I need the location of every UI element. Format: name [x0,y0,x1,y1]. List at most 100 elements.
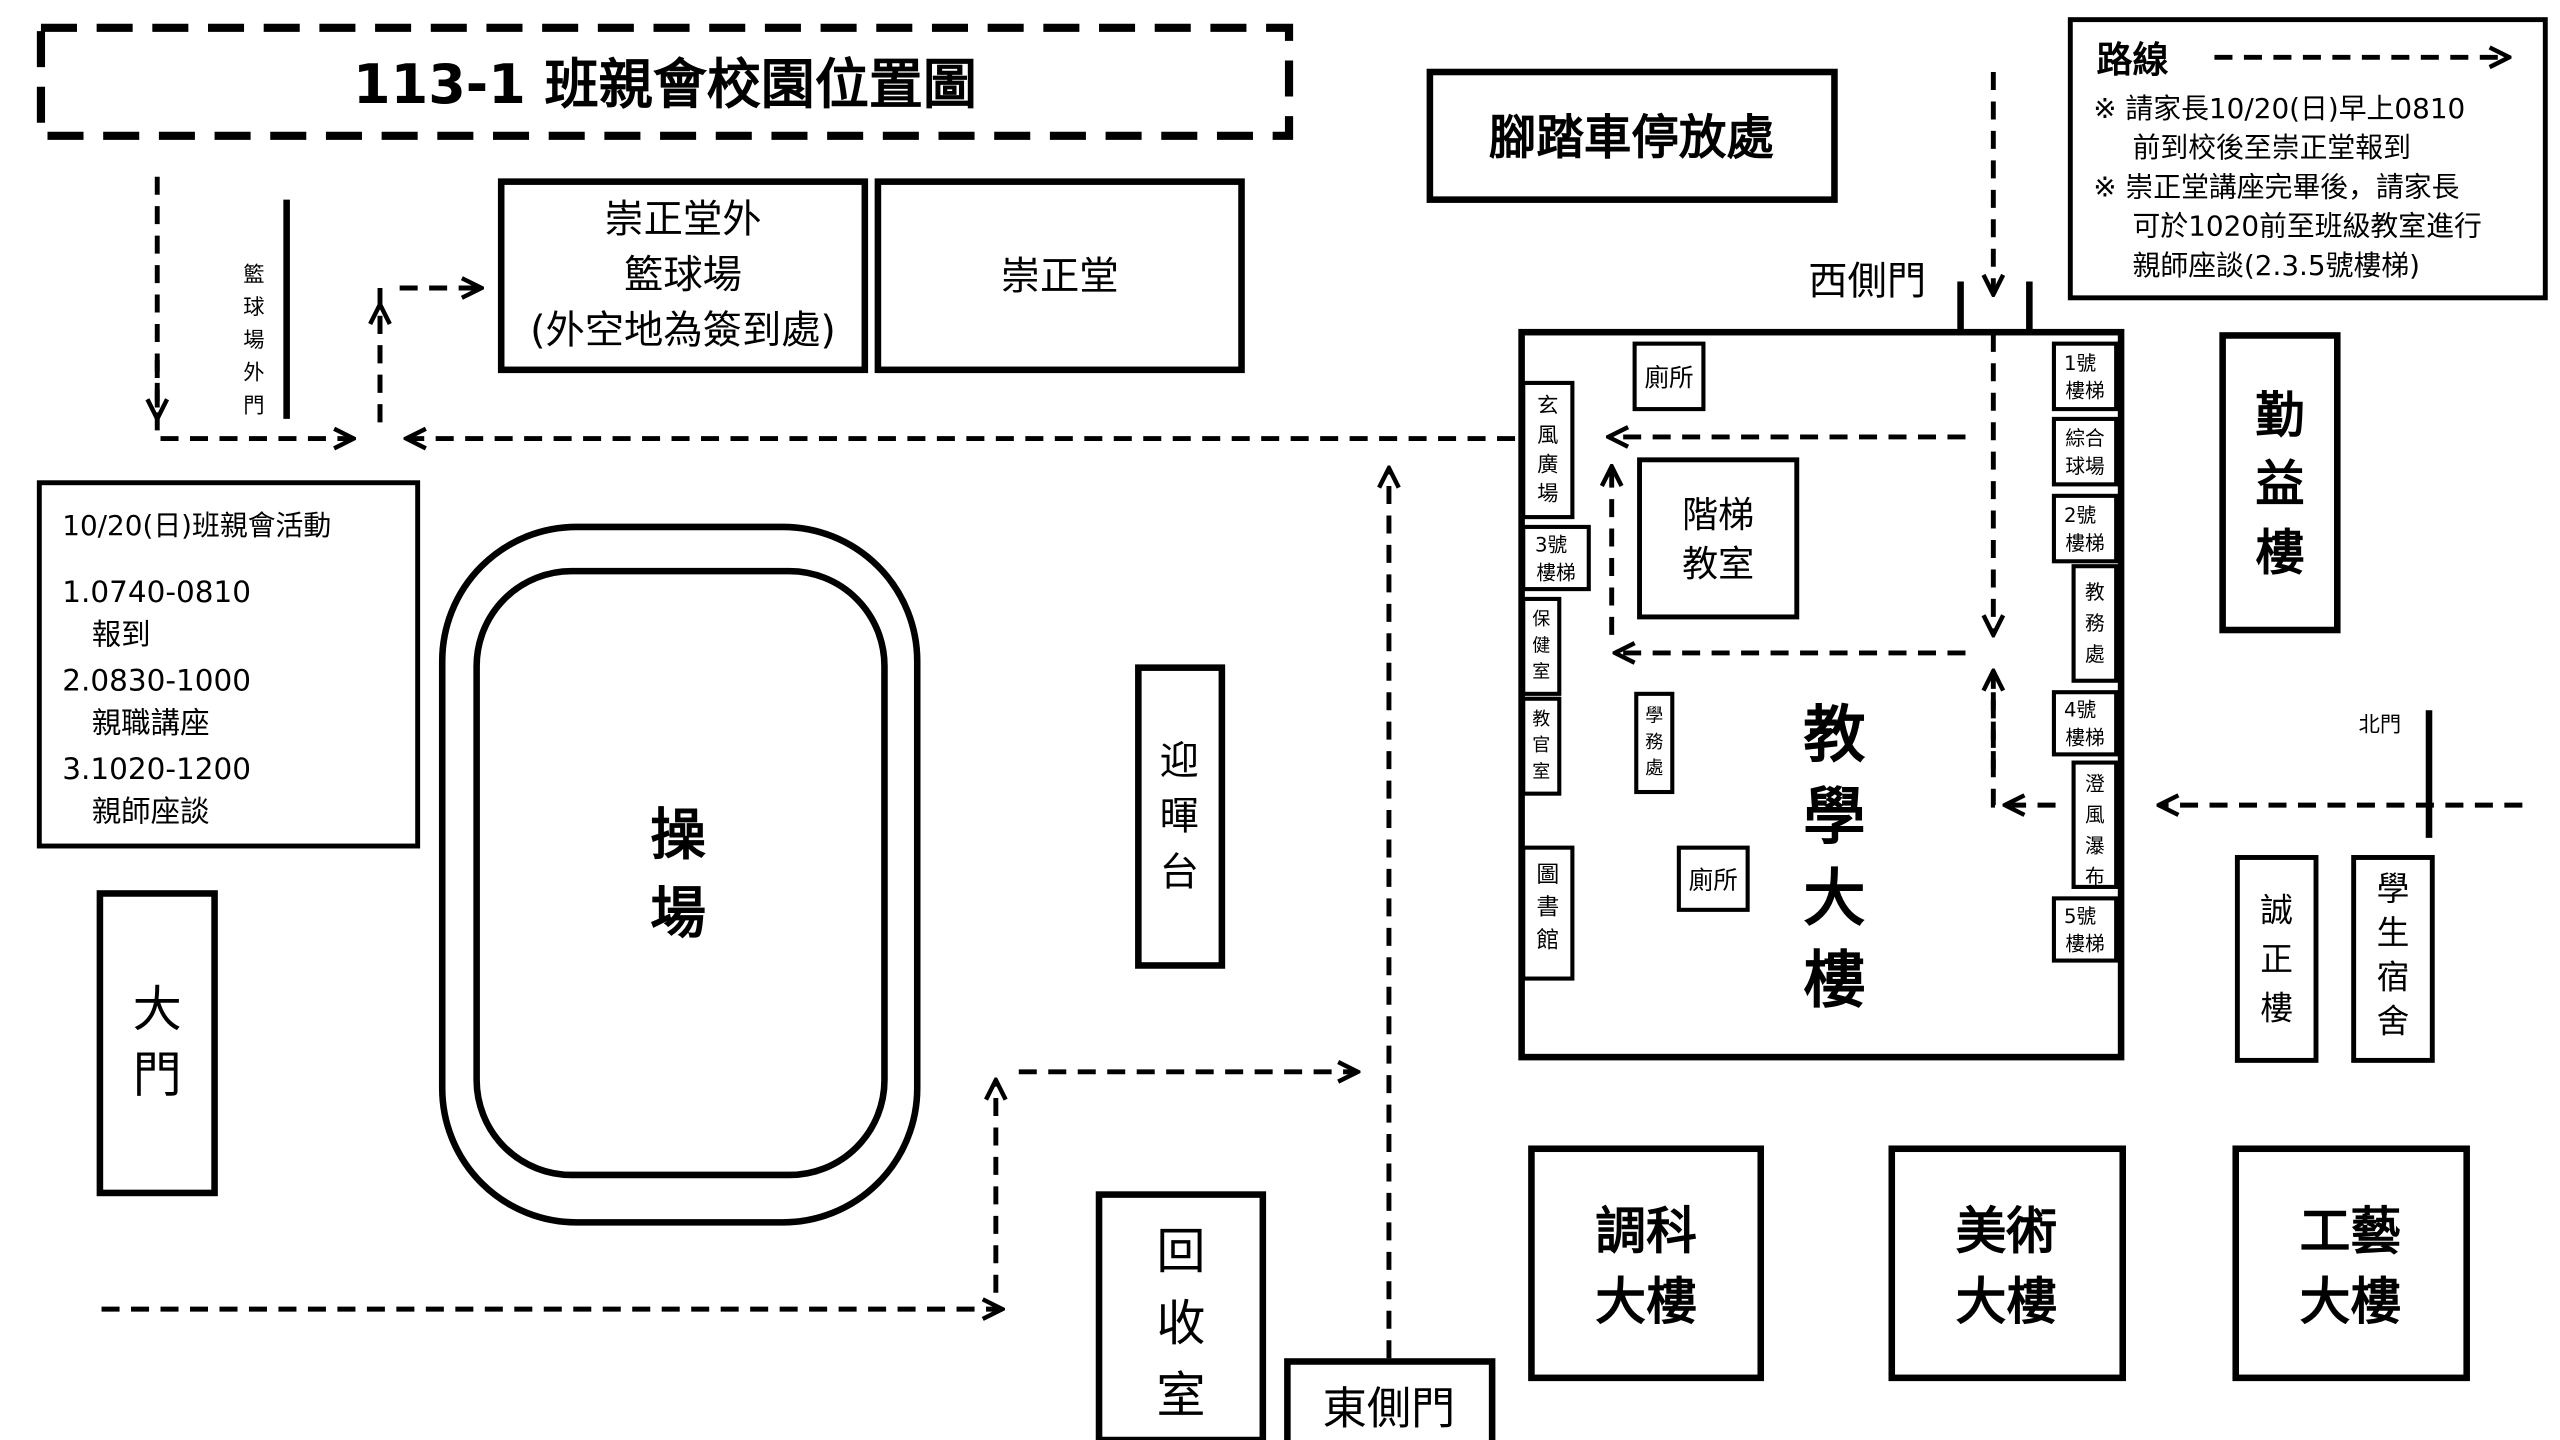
svg-text:調科: 調科 [1595,1202,1697,1261]
route-arrow [154,176,354,439]
schedule-time: 3.1020-1200 [62,752,251,786]
svg-text:西側門: 西側門 [1808,260,1926,305]
basketball-gate: 籃球場外門 [243,199,290,419]
schedule-title: 10/20(日)班親會活動 [62,509,331,542]
svg-text:美術: 美術 [1956,1202,2058,1261]
legend-note-line: ※ 崇正堂講座完畢後，請家長 [2093,170,2459,203]
vertical-text: 學務處 [1645,706,1663,779]
svg-text:樓梯: 樓梯 [2065,380,2104,403]
main-gate: 大門 [96,890,218,1197]
stair-4: 4號 樓梯 [2051,690,2119,757]
welcome-stage: 迎暉台 [1135,664,1226,969]
svg-text:東側門: 東側門 [1323,1384,1456,1435]
schedule-activity: 親職講座 [92,706,210,740]
military-office: 教官室 [1521,696,1562,796]
svg-text:籃球場: 籃球場 [624,253,742,298]
legend-note-line: 可於1020前至班級教室進行 [2133,210,2482,243]
playground: 操場 [438,523,921,1226]
chengzheng-building: 誠正樓 [2234,855,2319,1063]
main-building: 教學大樓 [1518,328,2125,1061]
stair-1: 1號 樓梯 [2051,341,2119,412]
svg-text:1號: 1號 [2064,352,2096,375]
vertical-text: 澄風瀑布 [2085,772,2105,888]
bike-parking: 腳踏車停放處 [1426,68,1838,203]
svg-text:5號: 5號 [2064,905,2096,928]
svg-text:腳踏車停放處: 腳踏車停放處 [1489,111,1774,166]
chongzheng-hall: 崇正堂 [874,178,1245,374]
meishu-building: 美術 大樓 [1888,1145,2126,1382]
vertical-text: 操場 [650,803,706,947]
svg-text:大樓: 大樓 [2300,1272,2402,1331]
schedule-box: 10/20(日)班親會活動 1.0740-0810 報到 2.0830-1000… [36,480,421,849]
academic-office: 教務處 [2071,564,2119,683]
legend-note-line: ※ 請家長10/20(日)早上0810 [2093,92,2465,125]
svg-text:2號: 2號 [2064,504,2096,527]
svg-text:階梯: 階梯 [1682,495,1754,536]
recycle-room: 回收室 [1095,1191,1267,1440]
route-arrow [1990,670,2010,808]
schedule-activity: 報到 [92,618,151,652]
health-room: 保健室 [1521,596,1562,696]
svg-text:廁所: 廁所 [1689,866,1738,895]
svg-text:球場: 球場 [2065,455,2104,478]
vertical-text: 圖書館 [1536,862,1559,953]
toilet: 廁所 [1632,341,1706,412]
student-dorm: 學生宿舍 [2351,855,2435,1063]
svg-text:崇正堂: 崇正堂 [1001,255,1119,300]
svg-text:工藝: 工藝 [2300,1202,2402,1261]
schedule-time: 1.0740-0810 [62,575,251,609]
svg-text:樓梯: 樓梯 [2065,532,2104,555]
schedule-time: 2.0830-1000 [62,664,251,698]
vertical-text: 教務處 [2085,581,2105,666]
vertical-text: 誠正樓 [2260,891,2293,1027]
svg-text:綜合: 綜合 [2065,427,2104,450]
svg-text:樓梯: 樓梯 [2065,933,2104,956]
basketball-gate-label: 籃球場外門 [243,262,264,418]
vertical-text: 迎暉台 [1160,739,1199,895]
svg-text:崇正堂外: 崇正堂外 [604,197,761,242]
lecture-room: 階梯 教室 [1637,457,1800,620]
tiaoke-building: 調科 大樓 [1528,1145,1765,1382]
svg-text:大樓: 大樓 [1595,1272,1697,1331]
svg-text:教室: 教室 [1682,544,1754,585]
qinyi-building: 勤益樓 [2219,332,2341,634]
waterfall: 澄風瀑布 [2071,760,2119,889]
route-label: 路線 [2097,40,2169,81]
stair-2: 2號 樓梯 [2051,493,2119,564]
vertical-text: 大門 [133,980,182,1103]
stair-5: 5號 樓梯 [2051,896,2119,963]
legend-note-line: 親師座談(2.3.5號樓梯) [2133,249,2420,282]
vertical-text: 回收室 [1156,1222,1205,1424]
svg-text:4號: 4號 [2064,699,2096,722]
svg-text:樓梯: 樓梯 [1536,561,1575,584]
vertical-text: 教學大樓 [1803,698,1866,1016]
legend-note-line: 前到校後至崇正堂報到 [2133,131,2411,164]
lobby: 玄風廣場 [1521,380,1575,520]
schedule-activity: 親師座談 [92,794,210,828]
vertical-text: 玄風廣場 [1537,393,1558,506]
map-title: 113-1 班親會校園位置圖 [36,23,1294,140]
svg-text:(外空地為簽到處): (外空地為簽到處) [530,309,836,354]
basketball-court-outer: 崇正堂外 籃球場 (外空地為簽到處) [497,178,869,374]
svg-text:北門: 北門 [2359,712,2402,737]
toilet: 廁所 [1676,845,1750,912]
student-affairs: 學務處 [1634,691,1675,795]
title-text: 113-1 班親會校園位置圖 [353,53,977,116]
route-legend: 路線 ※ 請家長10/20(日)早上0810 前到校後至崇正堂報到 ※ 崇正堂講… [2067,17,2548,301]
east-gate: 東側門 [1284,1358,1496,1440]
stair-3: 3號 樓梯 [1521,524,1591,592]
svg-text:大樓: 大樓 [1956,1272,2058,1331]
svg-text:廁所: 廁所 [1644,363,1693,392]
svg-text:3號: 3號 [1535,533,1567,556]
vertical-text: 保健室 [1532,609,1550,682]
library: 圖書館 [1521,845,1575,981]
vertical-text: 教官室 [1532,709,1550,782]
west-gate: 西側門 [1808,260,2033,334]
gongyi-building: 工藝 大樓 [2232,1145,2470,1382]
north-gate: 北門 [2359,710,2433,838]
vertical-text: 勤益樓 [2255,386,2304,581]
vertical-text: 學生宿舍 [2377,870,2410,1041]
sports-field: 綜合 球場 [2051,416,2119,487]
